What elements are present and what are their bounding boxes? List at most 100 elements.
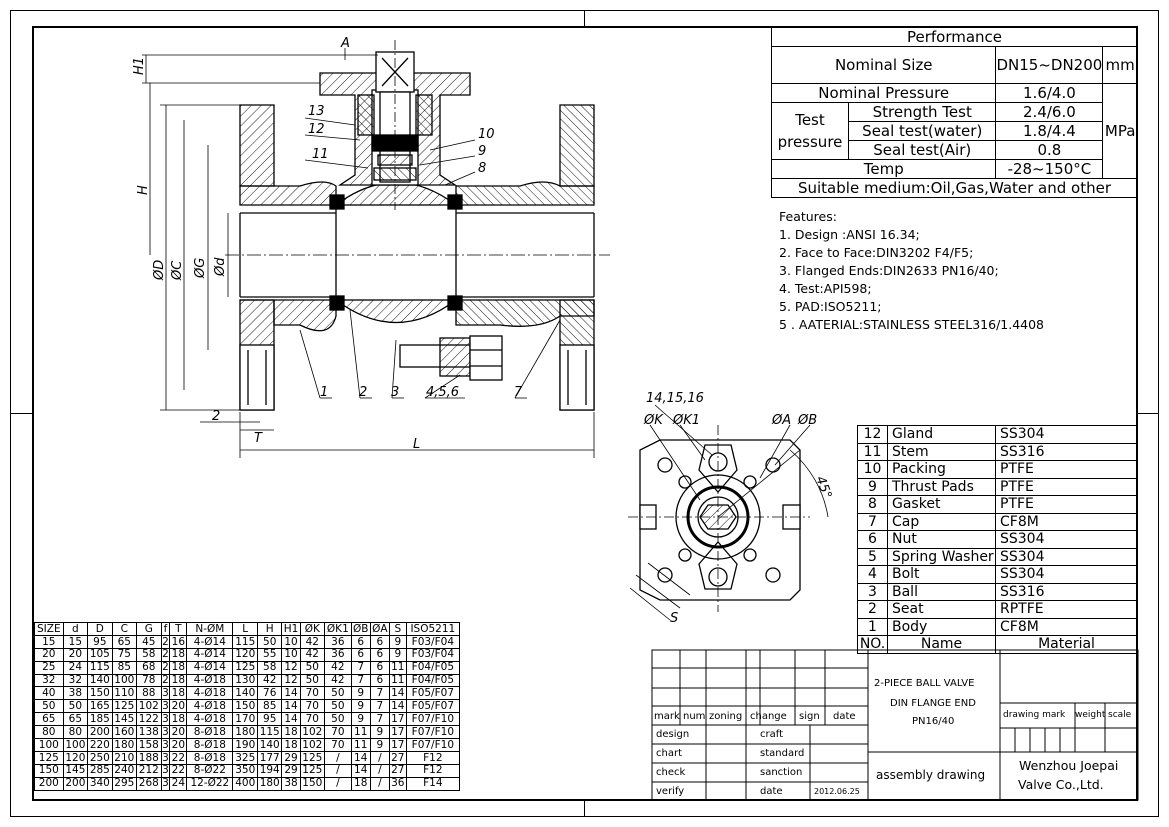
callout-8: 8	[478, 161, 486, 176]
callout-2: 2	[359, 385, 367, 400]
tb-scale: scale	[1108, 710, 1132, 720]
dimension-cell: 65	[62, 712, 89, 727]
label-H1: H1	[132, 57, 147, 75]
dimension-cell: 70	[299, 699, 326, 714]
label-S: S	[670, 611, 678, 626]
frame-tick-top	[584, 10, 585, 26]
bom-cell-name: Spring Washer	[887, 547, 996, 566]
bom-cell-no: 11	[857, 442, 888, 461]
dimension-cell: 180	[256, 776, 283, 791]
feature-item: 5. PAD:ISO5211;	[779, 299, 882, 314]
label-phiK1: ØK1	[672, 413, 700, 428]
callout-13: 13	[308, 104, 325, 119]
feature-item: 1. Design :ANSI 16.34;	[779, 227, 920, 242]
tb-design: design	[656, 729, 690, 740]
feature-item: 3. Flanged Ends:DIN2633 PN16/40;	[779, 263, 999, 278]
feature-item: 2. Face to Face:DIN3202 F4/F5;	[779, 245, 974, 260]
frame-tick-bottom	[584, 801, 585, 817]
label-2: 2	[212, 409, 220, 424]
tb-date: date	[833, 711, 856, 722]
callout-4-5-6: 4,5,6	[426, 385, 459, 400]
dimension-cell: 400	[232, 776, 258, 791]
bom-header-no: NO.	[857, 635, 888, 654]
pressure-unit: MPa	[1102, 83, 1138, 179]
tb-sign: sign	[799, 711, 820, 722]
test-pressure-label-1: Test	[795, 111, 825, 129]
product-name-line3: PN16/40	[912, 716, 955, 727]
dimension-cell: 340	[87, 776, 113, 791]
performance-table: Performance Nominal Size DN15~DN200 mm N…	[770, 27, 1138, 198]
label-phiA: ØA	[771, 413, 791, 428]
strength-test-value: 2.4/6.0	[995, 102, 1104, 122]
callout-9: 9	[478, 144, 486, 159]
temp-value: -28~150°C	[995, 159, 1104, 179]
seal-air-label: Seal test(Air)	[847, 140, 997, 160]
dimension-cell: 200	[62, 776, 89, 791]
callout-11: 11	[312, 147, 329, 162]
callout-10: 10	[478, 127, 495, 142]
tb-weight: weight	[1075, 710, 1106, 720]
tb-date-value: 2012.06.25	[814, 787, 860, 796]
callout-3: 3	[391, 385, 399, 400]
label-14-15-16: 14,15,16	[646, 391, 704, 406]
dimension-cell: 120	[62, 750, 89, 765]
tb-mark: mark	[654, 711, 680, 722]
dimension-cell: /	[369, 776, 390, 791]
label-phid: Ød	[213, 257, 228, 277]
seal-water-label: Seal test(water)	[847, 121, 997, 141]
bom-cell-material: RPTFE	[995, 600, 1138, 619]
company-line1: Wenzhou Joepai	[1019, 758, 1119, 773]
dimension-cell: 190	[232, 738, 258, 752]
nominal-pressure-value: 1.6/4.0	[995, 83, 1104, 103]
dimension-cell: 268	[136, 776, 162, 791]
callout-1: 1	[320, 385, 328, 400]
nominal-pressure-label: Nominal Pressure	[770, 83, 997, 103]
dimension-cell: 3	[160, 776, 171, 791]
company-line2: Valve Co.,Ltd.	[1018, 777, 1104, 792]
tb-change: change	[750, 711, 787, 722]
frame-tick-right	[1138, 413, 1159, 414]
bom-cell-material: SS304	[995, 425, 1138, 444]
suitable-medium: Suitable medium:Oil,Gas,Water and other	[771, 178, 1138, 198]
bom-cell-name: Gland	[887, 425, 996, 444]
bom-cell-name: Ball	[887, 582, 996, 601]
dimension-cell: 7	[369, 712, 390, 727]
product-name-line1: 2-PIECE BALL VALVE	[874, 678, 975, 689]
callout-7: 7	[514, 385, 523, 400]
tb-check: check	[656, 767, 686, 778]
bom-header-name: Name	[887, 635, 996, 654]
label-phiK: ØK	[643, 413, 664, 428]
tb-drawing-mark: drawing mark	[1003, 710, 1066, 720]
test-pressure-label: Test pressure	[771, 102, 849, 160]
dimension-header-cell: L	[232, 622, 258, 636]
seal-air-value: 0.8	[995, 140, 1104, 160]
tb-standard: standard	[760, 748, 805, 759]
dimension-cell: /	[324, 776, 352, 791]
dimension-cell: 18	[350, 776, 371, 791]
product-name-line2: DIN FLANGE END	[890, 698, 976, 709]
tb-craft: craft	[760, 729, 784, 740]
label-L: L	[413, 437, 420, 452]
dimension-cell: 125	[232, 660, 258, 675]
dimension-cell: 6	[369, 673, 390, 688]
features-title: Features:	[779, 209, 837, 224]
label-H: H	[136, 185, 151, 195]
test-pressure-label-2: pressure	[777, 133, 843, 151]
tb-zoning: zoning	[709, 711, 743, 722]
dimension-cell: 150	[299, 776, 326, 791]
tb-verify: verify	[656, 786, 685, 797]
